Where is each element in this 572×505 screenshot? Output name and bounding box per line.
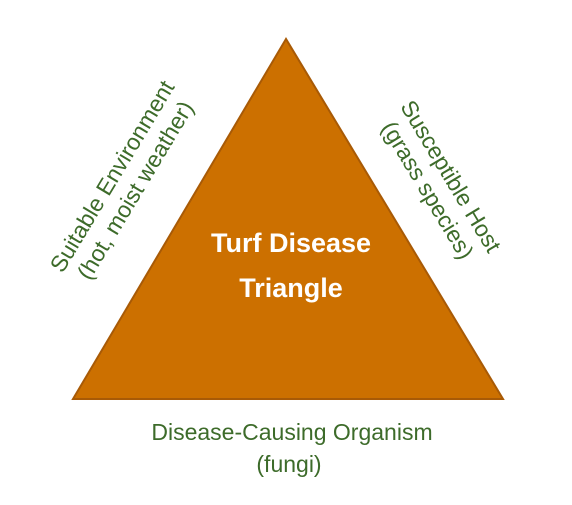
center-title-line2: Triangle [239, 273, 343, 303]
bottom-label-line2: (fungi) [256, 451, 321, 477]
triangle-shape [71, 37, 505, 400]
bottom-label-line1: Disease-Causing Organism [151, 419, 432, 445]
center-title-line1: Turf Disease [211, 228, 371, 258]
